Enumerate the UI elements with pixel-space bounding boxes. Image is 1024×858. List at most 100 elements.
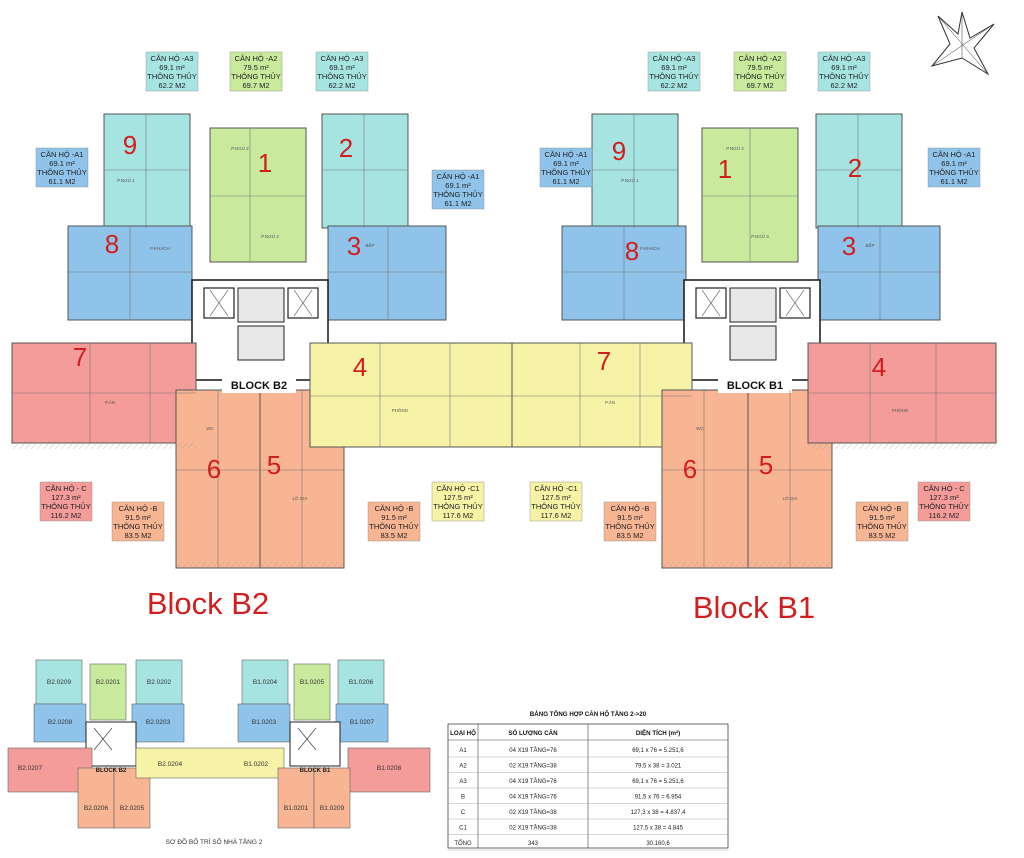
minimap-unit-code: B2.0206 <box>84 805 109 812</box>
unit-number: 9 <box>612 136 626 166</box>
unit-number: 7 <box>597 346 611 376</box>
room-label: PHÒNG <box>892 407 909 413</box>
unit-info-line: CĂN HỘ -B <box>119 504 158 513</box>
room-label: BẾP <box>865 242 874 248</box>
unit-info-line: 91.5 m² <box>125 513 151 522</box>
unit-info-line: 69.1 m² <box>159 63 185 72</box>
hatched-walls <box>12 443 996 568</box>
unit-info-line: 69.1 m² <box>941 159 967 168</box>
table-cell: 30.160,6 <box>646 841 670 847</box>
unit-info-line: THÔNG THỦY <box>433 190 482 199</box>
unit-info-line: 69.1 m² <box>445 181 471 190</box>
unit-number: 6 <box>683 454 697 484</box>
unit-info-line: 91.5 m² <box>617 513 643 522</box>
unit-info-line: CĂN HỘ -A2 <box>739 54 782 63</box>
unit-3-area[interactable] <box>817 225 941 321</box>
unit-info-line: 69.1 m² <box>49 159 75 168</box>
unit-number: 4 <box>872 352 886 382</box>
unit-info-line: CĂN HỘ -B <box>375 504 414 513</box>
room-label: P.NGỦ 2 <box>726 145 744 151</box>
unit-info-line: CĂN HỘ -A1 <box>41 150 84 159</box>
unit-info-line: 116.2 M2 <box>929 511 960 520</box>
unit-number: 9 <box>123 130 137 160</box>
unit-9-area[interactable] <box>103 113 191 229</box>
unit-3-area[interactable] <box>327 225 447 321</box>
unit-info-line: 69.1 m² <box>661 63 687 72</box>
unit-info-line: 69.7 M2 <box>746 81 773 90</box>
minimap-unit-code: B1.0203 <box>252 719 277 726</box>
unit-info-line: CĂN HỘ -A3 <box>321 54 364 63</box>
room-label: P.NGỦ 1 <box>117 177 135 183</box>
room-label: P.ĂN <box>105 399 115 405</box>
unit-info-line: CĂN HỘ -A3 <box>151 54 194 63</box>
unit-number: 2 <box>848 153 862 183</box>
table-cell: A1 <box>459 748 467 754</box>
table-cell: 02 X19 TẦNG=38 <box>509 763 557 770</box>
unit-info-line: THÔNG THỦY <box>37 168 86 177</box>
unit-number: 4 <box>353 352 367 382</box>
unit-info-line: 62.2 M2 <box>830 81 857 90</box>
minimap-unit-code: B1.0205 <box>300 679 325 686</box>
unit-9-area[interactable] <box>591 113 679 229</box>
block-b2-title: Block B2 <box>147 586 269 621</box>
unit-info-line: 62.2 M2 <box>328 81 355 90</box>
table-cell: 127,3 x 38 = 4.837,4 <box>631 810 687 816</box>
unit-4-area[interactable] <box>309 342 513 448</box>
minimap-unit-code: B1.0206 <box>349 679 374 686</box>
unit-info-line: 62.2 M2 <box>660 81 687 90</box>
room-label: LÔ GIA <box>782 495 797 501</box>
minimap-unit-code: B1.0208 <box>377 765 402 772</box>
unit-number: 8 <box>625 236 639 266</box>
unit-number: 5 <box>267 450 281 480</box>
unit-2-area[interactable] <box>321 113 409 229</box>
unit-2-area[interactable] <box>815 113 903 229</box>
table-cell: 79,5 x 38 = 3.021 <box>635 764 682 770</box>
unit-number: 8 <box>105 229 119 259</box>
minimap-unit-code: B1.0209 <box>320 805 345 812</box>
unit-info-line: 91.5 m² <box>869 513 895 522</box>
room-label: PHÒNG <box>392 407 409 413</box>
unit-info-line: 61.1 M2 <box>940 177 967 186</box>
unit-info-line: THÔNG THỦY <box>113 522 162 531</box>
unit-1-area[interactable] <box>209 127 307 263</box>
unit-6-area[interactable] <box>661 389 749 569</box>
unit-number: 3 <box>347 231 361 261</box>
unit-info-line: 61.1 M2 <box>48 177 75 186</box>
table-cell: 343 <box>528 841 539 847</box>
table-cell: C1 <box>459 826 467 832</box>
unit-number: 1 <box>718 154 732 184</box>
minimap-unit-code: B1.0201 <box>284 805 309 812</box>
block-b1-tag: BLOCK B1 <box>727 380 783 392</box>
unit-number: 3 <box>842 231 856 261</box>
table-cell: 04 X19 TẦNG=76 <box>509 778 557 785</box>
minimap-tag-b1: BLOCK B1 <box>300 768 331 774</box>
room-label: P.ĂN <box>605 399 615 405</box>
room-label: P.KHÁCH <box>640 245 659 251</box>
unit-info-line: 69.1 m² <box>831 63 857 72</box>
unit-info-line: 83.5 M2 <box>616 531 643 540</box>
unit-info-line: THÔNG THỦY <box>649 72 698 81</box>
unit-info-line: 62.2 M2 <box>158 81 185 90</box>
unit-info-line: THÔNG THỦY <box>919 502 968 511</box>
summary-table-title: BẢNG TỔNG HỢP CĂN HỘ TẦNG 2->20 <box>530 710 647 718</box>
table-cell: 127,5 x 38 = 4.845 <box>633 826 684 832</box>
unit-info-line: THÔNG THỦY <box>369 522 418 531</box>
table-cell: 69,1 x 76 = 5.251,6 <box>632 748 684 754</box>
room-label: WC <box>206 426 214 431</box>
unit-info-line: THÔNG THỦY <box>231 72 280 81</box>
table-cell: B <box>461 795 465 801</box>
unit-info-line: CĂN HỘ -A1 <box>545 150 588 159</box>
minimap-caption: SƠ ĐỒ BỐ TRÍ SỐ NHÀ TẦNG 2 <box>166 836 263 846</box>
unit-number: 7 <box>73 342 87 372</box>
table-cell: 04 X19 TẦNG=76 <box>509 794 557 801</box>
